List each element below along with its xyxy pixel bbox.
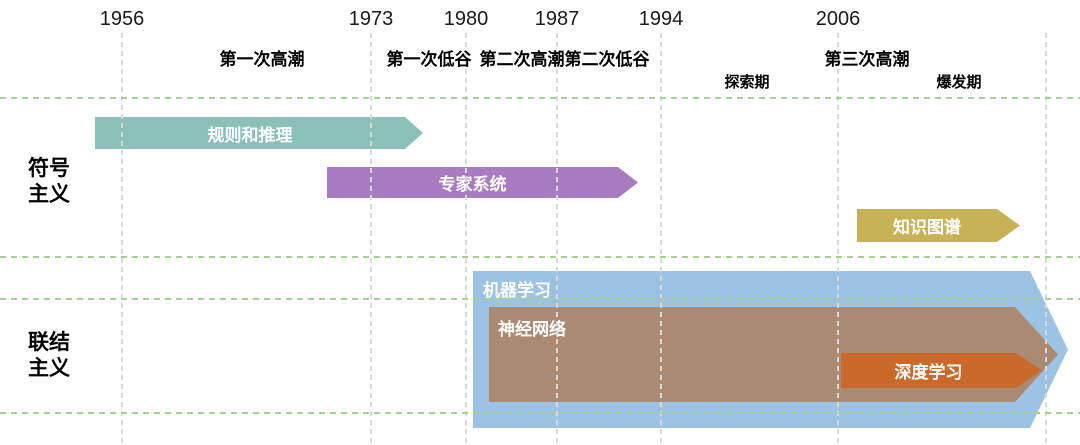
category-connectionism: 联结 主义 — [28, 330, 82, 382]
bar-neural-networks-label: 神经网络 — [498, 320, 566, 339]
bar-deep-learning-label: 深度学习 — [894, 363, 963, 382]
phase-third-boom: 第三次高潮 — [824, 50, 910, 69]
row-divider-top — [0, 97, 1080, 99]
category-connectionism-line2: 主义 — [28, 357, 70, 380]
bar-expert-systems-label: 专家系统 — [438, 175, 507, 194]
phase-exploration-period: 探索期 — [724, 74, 770, 91]
bar-knowledge-graph-label: 知识图谱 — [893, 218, 961, 237]
year-label-1994: 1994 — [638, 8, 684, 30]
row-divider-middle-1 — [0, 256, 1080, 258]
year-label-2006: 2006 — [815, 8, 861, 30]
year-label-1980: 1980 — [443, 8, 489, 30]
phase-first-boom: 第一次高潮 — [219, 50, 305, 69]
year-label-1987: 1987 — [534, 8, 580, 30]
gridline-1956 — [121, 33, 123, 445]
gridline-1973 — [370, 33, 372, 445]
year-label-1973: 1973 — [348, 8, 394, 30]
gridline-right — [1045, 33, 1047, 445]
category-symbolism-line2: 主义 — [28, 183, 70, 206]
phase-second-boom: 第二次高潮 — [479, 50, 565, 69]
phase-first-winter: 第一次低谷 — [386, 50, 472, 69]
bar-knowledge-graph: 知识图谱 — [857, 209, 1020, 242]
row-divider-bottom — [0, 412, 1080, 414]
gridline-1994 — [660, 33, 662, 445]
gridline-1980 — [465, 33, 467, 445]
year-label-1956: 1956 — [99, 8, 145, 30]
category-symbolism-line1: 符号 — [28, 157, 70, 180]
bar-deep-learning: 深度学习 — [841, 353, 1042, 388]
bar-machine-learning-label: 机器学习 — [483, 281, 551, 300]
bar-rules-and-reasoning-label: 规则和推理 — [207, 125, 293, 145]
phase-explosion-period: 爆发期 — [936, 74, 982, 91]
bar-expert-systems: 专家系统 — [327, 167, 638, 198]
category-symbolism: 符号 主义 — [28, 156, 82, 208]
gridline-1987 — [556, 33, 558, 445]
phase-second-winter: 第二次低谷 — [564, 50, 650, 69]
gridline-2006 — [837, 33, 839, 445]
category-connectionism-line1: 联结 — [28, 331, 70, 354]
bar-rules-and-reasoning: 规则和推理 — [95, 117, 423, 149]
row-divider-middle-2 — [0, 298, 1080, 300]
